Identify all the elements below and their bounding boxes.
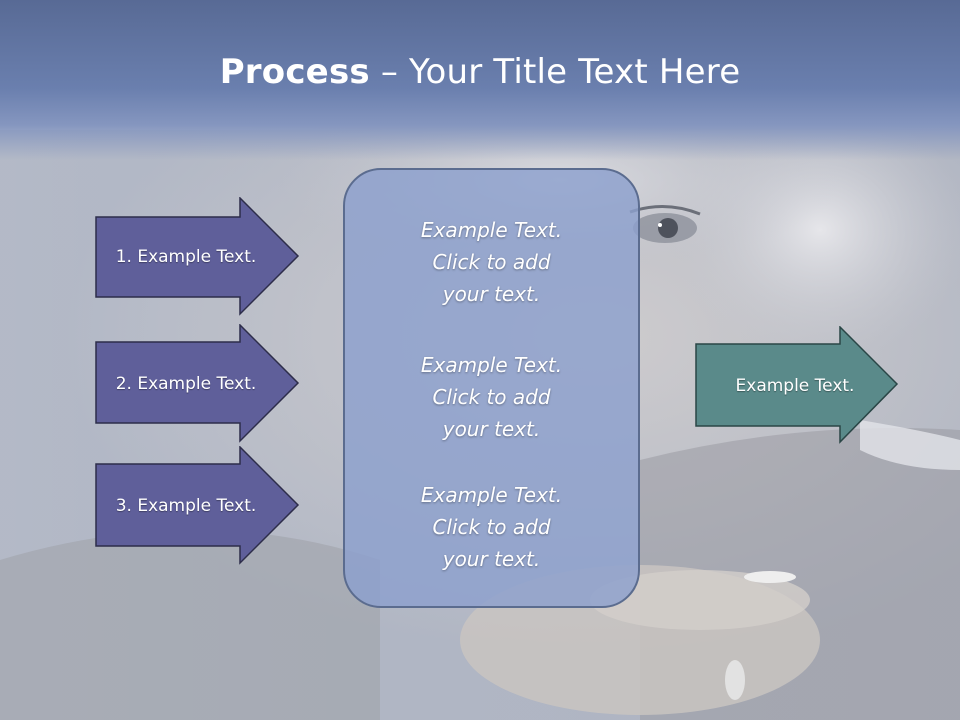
center-line: Example Text. [420, 353, 563, 377]
center-line: Example Text. [420, 483, 563, 507]
center-line: Example Text. [420, 218, 563, 242]
title-bold: Process [219, 52, 370, 92]
slide-title[interactable]: Process – Your Title Text Here [0, 52, 960, 92]
center-line: Click to add [432, 385, 551, 409]
center-line: Click to add [432, 515, 551, 539]
process-arrow-label: 3. Example Text. [115, 496, 257, 516]
center-line: Click to add [432, 250, 551, 274]
center-text-box[interactable]: Example Text. Click to add your text. Ex… [343, 168, 640, 608]
process-arrow-label: 2. Example Text. [115, 374, 257, 394]
center-line: your text. [442, 282, 541, 306]
center-text-item: Example Text. Click to add your text. [345, 214, 638, 310]
process-arrow-label: 1. Example Text. [115, 247, 257, 267]
process-arrow-2[interactable]: 2. Example Text. [95, 324, 300, 444]
process-arrow-1[interactable]: 1. Example Text. [95, 197, 300, 317]
center-line: your text. [442, 417, 541, 441]
title-rest: – Your Title Text Here [369, 52, 741, 92]
title-band [0, 0, 960, 160]
center-text-item: Example Text. Click to add your text. [345, 349, 638, 445]
center-line: your text. [442, 547, 541, 571]
process-arrow-3[interactable]: 3. Example Text. [95, 446, 300, 566]
result-arrow[interactable]: Example Text. [695, 326, 900, 446]
result-arrow-label: Example Text. [735, 376, 855, 396]
center-text-item: Example Text. Click to add your text. [345, 479, 638, 575]
